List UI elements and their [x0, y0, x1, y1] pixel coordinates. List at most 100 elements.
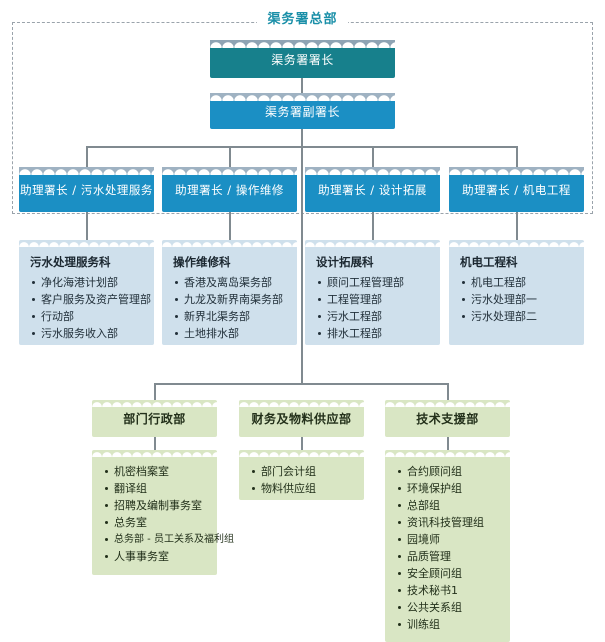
list-item: 品质管理 [396, 548, 499, 565]
wave-scallop [305, 240, 440, 247]
node-assistant-director-1[interactable]: 助理署长 / 污水处理服务 [19, 167, 154, 212]
node-support-unit-3-label: 技术支援部 [416, 412, 479, 426]
connector-division-drop-1 [86, 212, 88, 240]
list-item: 总部组 [396, 497, 499, 514]
division-panel-4-list: 机电工程部 污水处理部一 污水处理部二 [460, 274, 573, 325]
node-assistant-director-4-label: 助理署长 / 机电工程 [462, 182, 571, 197]
node-support-unit-2[interactable]: 财务及物料供应部 [239, 400, 364, 437]
list-item: 九龙及新界南渠务部 [173, 291, 286, 308]
list-item: 机密档案室 [103, 463, 206, 480]
node-director-label: 渠务署署长 [271, 52, 334, 67]
list-item: 总务部 - 员工关系及福利组 [103, 531, 234, 548]
wave-scallop [92, 450, 217, 457]
list-item: 招聘及编制事务室 [103, 497, 206, 514]
wave-decoration [162, 167, 297, 174]
wave-scallop [239, 450, 364, 457]
connector-assistant-drop-3 [372, 146, 374, 167]
node-assistant-director-1-label: 助理署长 / 污水处理服务 [20, 182, 153, 197]
node-support-unit-3[interactable]: 技术支援部 [385, 400, 510, 437]
wave-scallop [385, 450, 510, 457]
connector-support-bus [154, 383, 448, 385]
list-item: 部门会计组 [250, 463, 353, 480]
list-item: 安全顾问组 [396, 565, 499, 582]
division-panel-3[interactable]: 设计拓展科 顾问工程管理部 工程管理部 污水工程部 排水工程部 [305, 240, 440, 345]
list-item: 翻译组 [103, 480, 206, 497]
node-assistant-director-4[interactable]: 助理署长 / 机电工程 [449, 167, 584, 212]
list-item: 物料供应组 [250, 480, 353, 497]
list-item: 新界北渠务部 [173, 308, 286, 325]
list-item: 污水处理部二 [460, 308, 573, 325]
connector-director-deputy [301, 78, 303, 93]
node-director[interactable]: 渠务署署长 [210, 40, 395, 78]
list-item: 排水工程部 [316, 325, 429, 342]
division-panel-3-list: 顾问工程管理部 工程管理部 污水工程部 排水工程部 [316, 274, 429, 342]
wave-decoration [449, 167, 584, 174]
list-item: 净化海港计划部 [30, 274, 143, 291]
list-item: 香港及离岛渠务部 [173, 274, 286, 291]
support-list-3[interactable]: 合约顾问组 环境保护组 总部组 资讯科技管理组 园境师 品质管理 安全顾问组 技… [385, 450, 510, 642]
list-item: 人事事务室 [103, 548, 206, 565]
wave-scallop [92, 400, 217, 407]
connector-support-drop-1 [154, 383, 156, 400]
list-item: 顾问工程管理部 [316, 274, 429, 291]
list-item: 合约顾问组 [396, 463, 499, 480]
list-item: 行动部 [30, 308, 143, 325]
connector-supportlist-drop-1 [154, 437, 156, 450]
support-list-3-items: 合约顾问组 环境保护组 总部组 资讯科技管理组 园境师 品质管理 安全顾问组 技… [396, 463, 499, 633]
node-support-unit-1[interactable]: 部门行政部 [92, 400, 217, 437]
wave-decoration [305, 167, 440, 174]
node-assistant-director-3-label: 助理署长 / 设计拓展 [318, 182, 427, 197]
list-item: 污水服务收入部 [30, 325, 143, 342]
wave-scallop [239, 400, 364, 407]
division-panel-2[interactable]: 操作维修科 香港及离岛渠务部 九龙及新界南渠务部 新界北渠务部 土地排水部 [162, 240, 297, 345]
connector-assistant-drop-4 [516, 146, 518, 167]
list-item: 客户服务及资产管理部 [30, 291, 151, 308]
connector-support-drop-2 [447, 383, 449, 400]
node-deputy-director-label: 渠务署副署长 [264, 104, 340, 119]
division-panel-1[interactable]: 污水处理服务科 净化海港计划部 客户服务及资产管理部 行动部 污水服务收入部 [19, 240, 154, 345]
list-item: 污水处理部一 [460, 291, 573, 308]
connector-assistant-bus [86, 146, 517, 148]
connector-supportlist-drop-2 [301, 437, 303, 450]
connector-supportlist-drop-3 [447, 437, 449, 450]
division-panel-4[interactable]: 机电工程科 机电工程部 污水处理部一 污水处理部二 [449, 240, 584, 345]
division-panel-1-title: 污水处理服务科 [30, 255, 111, 269]
list-item: 工程管理部 [316, 291, 429, 308]
support-list-1-items: 机密档案室 翻译组 招聘及编制事务室 总务室 总务部 - 员工关系及福利组 人事… [103, 463, 234, 565]
list-item: 技术秘书1 [396, 582, 499, 599]
wave-decoration [19, 167, 154, 174]
division-panel-2-title: 操作维修科 [173, 255, 231, 269]
page-title-text: 渠务署总部 [257, 12, 348, 27]
node-support-unit-1-label: 部门行政部 [123, 412, 186, 426]
division-panel-4-title: 机电工程科 [460, 255, 518, 269]
division-panel-3-title: 设计拓展科 [316, 255, 374, 269]
connector-assistant-drop-1 [86, 146, 88, 167]
list-item: 园境师 [396, 531, 499, 548]
division-panel-1-list: 净化海港计划部 客户服务及资产管理部 行动部 污水服务收入部 [30, 274, 151, 342]
org-chart: 渠务署总部 渠务署署长 渠务署副署长 助理署长 / 污水处理服务 [0, 8, 605, 642]
list-item: 污水工程部 [316, 308, 429, 325]
list-item: 土地排水部 [173, 325, 286, 342]
node-deputy-director[interactable]: 渠务署副署长 [210, 93, 395, 129]
wave-decoration [210, 93, 395, 100]
wave-decoration [210, 40, 395, 47]
node-support-unit-2-label: 财务及物料供应部 [251, 412, 352, 426]
wave-scallop [449, 240, 584, 247]
wave-scallop [385, 400, 510, 407]
connector-division-drop-3 [372, 212, 374, 240]
list-item: 训练组 [396, 616, 499, 633]
node-assistant-director-3[interactable]: 助理署长 / 设计拓展 [305, 167, 440, 212]
node-assistant-director-2-label: 助理署长 / 操作维修 [175, 182, 284, 197]
page-title: 渠务署总部 [0, 8, 605, 27]
list-item: 机电工程部 [460, 274, 573, 291]
node-assistant-director-2[interactable]: 助理署长 / 操作维修 [162, 167, 297, 212]
wave-scallop [162, 240, 297, 247]
connector-deputy-trunk [301, 129, 303, 385]
support-list-1[interactable]: 机密档案室 翻译组 招聘及编制事务室 总务室 总务部 - 员工关系及福利组 人事… [92, 450, 234, 575]
support-list-2[interactable]: 部门会计组 物料供应组 [239, 450, 364, 500]
support-list-2-items: 部门会计组 物料供应组 [250, 463, 353, 497]
wave-scallop [19, 240, 154, 247]
list-item: 总务室 [103, 514, 206, 531]
list-item: 环境保护组 [396, 480, 499, 497]
connector-division-drop-4 [516, 212, 518, 240]
